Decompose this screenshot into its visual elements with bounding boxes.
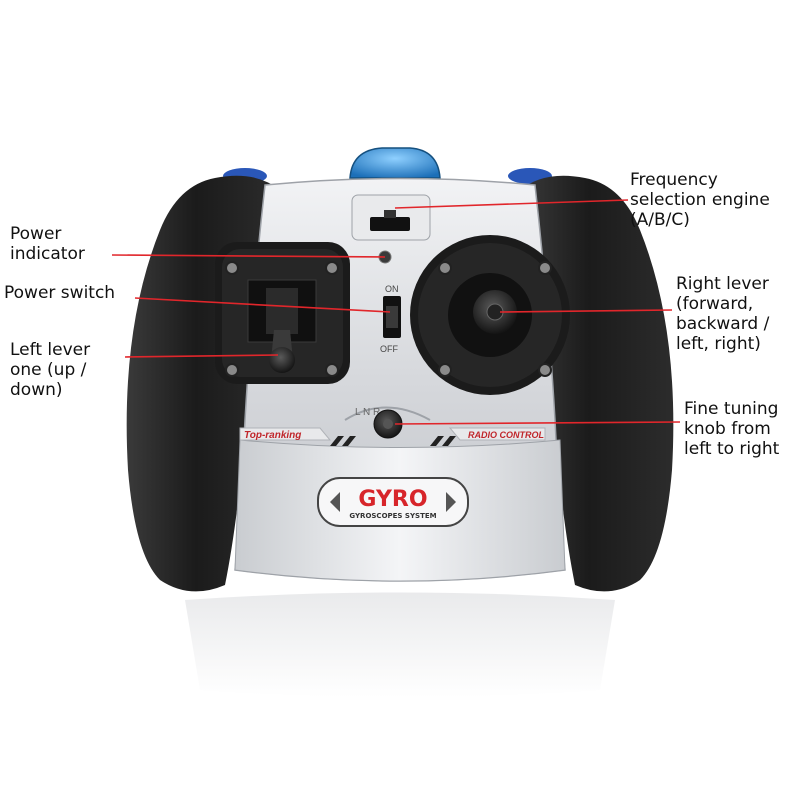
callout-power-indicator: Power indicator: [10, 224, 85, 264]
callout-frequency-selection: Frequency selection engine (A/B/C): [630, 170, 770, 230]
trim-letters: L N R: [355, 407, 380, 418]
callout-lines: [111, 199, 681, 425]
gyro-text: GYRO: [358, 487, 427, 512]
switch-on-label: ON: [385, 284, 399, 294]
callout-line-left-lever: [124, 354, 279, 358]
left-screws: [225, 261, 339, 377]
callout-left-lever: Left lever one (up / down): [10, 340, 91, 400]
callout-line-frequency: [394, 199, 629, 209]
gyro-subtext: GYROSCOPES SYSTEM: [349, 512, 436, 520]
frequency-selector[interactable]: [351, 194, 431, 241]
radio-control-badge: RADIO CONTROL: [430, 427, 546, 446]
callout-line-right-lever: [499, 309, 673, 313]
antenna-dome: [349, 147, 441, 179]
callout-right-lever: Right lever (forward, backward / left, r…: [676, 274, 770, 354]
svg-text:Top-ranking: Top-ranking: [244, 430, 301, 441]
right-screws: [438, 261, 552, 377]
callout-line-fine-tuning: [394, 421, 681, 425]
callout-fine-tuning-knob: Fine tuning knob from left to right: [684, 399, 780, 459]
switch-off-label: OFF: [380, 344, 398, 354]
fine-tuning-knob[interactable]: [373, 409, 403, 439]
left-lever[interactable]: [247, 279, 317, 373]
right-lever[interactable]: [448, 273, 532, 357]
top-ranking-badge: Top-ranking: [239, 427, 356, 446]
callout-power-switch: Power switch: [4, 283, 116, 303]
gyro-badge: GYRO GYROSCOPES SYSTEM: [317, 477, 469, 527]
svg-text:RADIO CONTROL: RADIO CONTROL: [468, 430, 544, 440]
callout-line-power-indicator: [111, 254, 386, 258]
trim-area: L N R: [344, 406, 431, 421]
callout-line-power-switch: [134, 297, 391, 313]
floor-reflection: [185, 592, 615, 698]
